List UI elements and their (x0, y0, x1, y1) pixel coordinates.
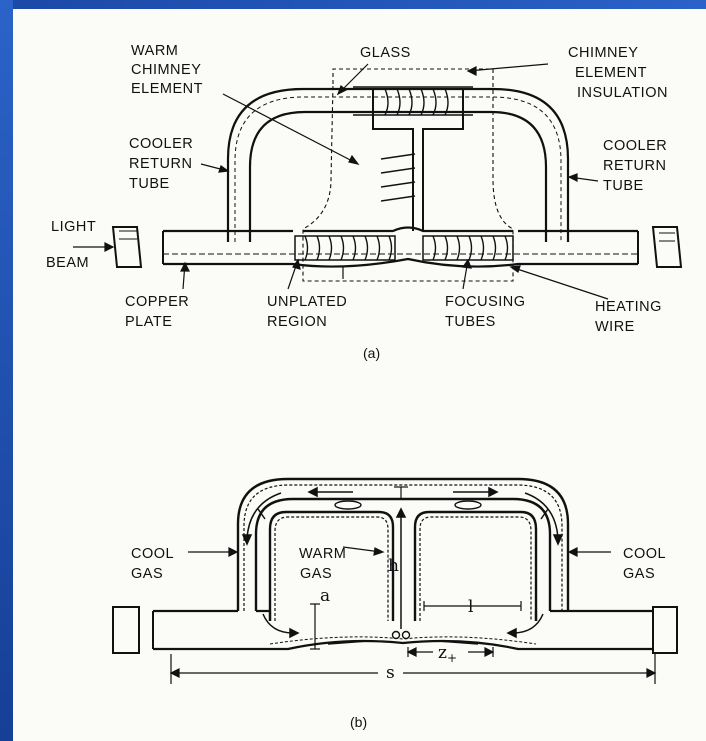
dimension-lines (169, 486, 657, 684)
label-focusing-tubes: FOCUSING TUBES (445, 294, 530, 330)
label-glass: GLASS (360, 45, 411, 61)
label-heating-wire: HEATING WIRE (595, 299, 666, 335)
thermal-lens-diagram: WARM CHIMNEY ELEMENT GLASS CHIMNEY ELEME… (46, 43, 683, 730)
caption-a: (a) (363, 345, 380, 361)
label-light-beam: LIGHT BEAM (46, 219, 100, 271)
label-unplated-region: UNPLATED REGION (267, 294, 352, 330)
marker-right (454, 500, 482, 510)
flow-arrows (241, 486, 564, 645)
label-cooler-return-tube-left: COOLER RETURN TUBE (129, 136, 198, 192)
inner-loops-b (268, 510, 538, 621)
label-warm-chimney-element: WARM CHIMNEY ELEMENT (131, 43, 206, 97)
symbol-a: a (320, 586, 330, 606)
outer-loop-b (236, 477, 570, 611)
label-cool-gas-right: COOL GAS (623, 546, 670, 582)
slide-frame-left (0, 0, 13, 741)
marker-left (334, 500, 362, 510)
main-tube-a (162, 226, 639, 268)
symbol-s: s (386, 663, 395, 683)
label-cool-gas-left: COOL GAS (131, 546, 178, 582)
chimney-element (353, 86, 473, 231)
figure-b: COOL GAS WARM GAS COOL GAS h a l z+ s (b… (112, 477, 678, 730)
label-chimney-element-insulation: CHIMNEY ELEMENT INSULATION (568, 45, 668, 101)
focusing-tubes (294, 235, 514, 261)
symbol-h: h (388, 556, 399, 576)
label-copper-plate: COPPER PLATE (125, 294, 194, 330)
end-windows-b (112, 606, 678, 654)
end-windows-a (111, 226, 683, 268)
label-warm-gas: WARM GAS (299, 546, 351, 582)
figure-a: WARM CHIMNEY ELEMENT GLASS CHIMNEY ELEME… (46, 43, 683, 361)
slide-frame-top (0, 0, 706, 9)
symbol-l: l (468, 597, 473, 617)
leaders-b (188, 546, 611, 557)
figure-sheet (13, 9, 706, 741)
label-cooler-return-tube-right: COOLER RETURN TUBE (603, 138, 672, 194)
chimney-element-insulation (302, 68, 514, 282)
symbol-z-plus: z+ (438, 643, 457, 665)
leaders-a (73, 63, 609, 300)
caption-b: (b) (350, 714, 367, 730)
main-tube-b (152, 609, 654, 651)
